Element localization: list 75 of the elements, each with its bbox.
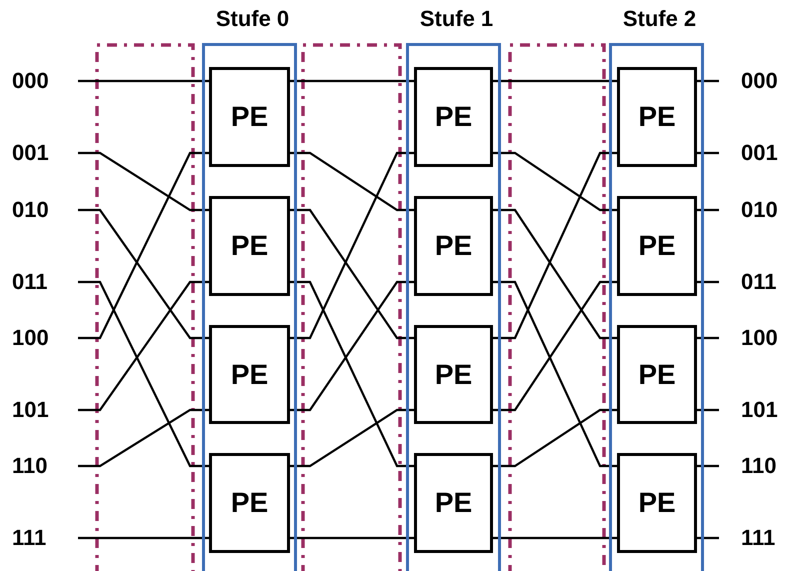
processing-element-box bbox=[209, 453, 290, 553]
connection-line bbox=[697, 80, 719, 82]
connection-line bbox=[290, 280, 414, 468]
address-label: 000 bbox=[12, 68, 78, 94]
connection-line bbox=[78, 208, 209, 340]
pe-label: PE bbox=[230, 358, 268, 390]
connection-line bbox=[697, 408, 719, 412]
connection-line bbox=[697, 208, 719, 212]
connection-line bbox=[78, 80, 209, 82]
address-label: 010 bbox=[12, 197, 78, 223]
address-label: 111 bbox=[719, 525, 789, 551]
connection-line bbox=[697, 280, 719, 284]
pe-label: PE bbox=[638, 230, 676, 262]
address-label: 010 bbox=[719, 197, 789, 223]
address-label: 011 bbox=[719, 269, 789, 295]
connection-line bbox=[493, 208, 617, 340]
connection-line bbox=[697, 336, 719, 340]
connection-line bbox=[493, 408, 617, 468]
connection-line bbox=[697, 536, 719, 540]
connection-line bbox=[697, 152, 719, 154]
connection-line bbox=[78, 152, 209, 340]
processing-element-box bbox=[414, 196, 493, 296]
pe-label: PE bbox=[638, 358, 676, 390]
address-label: 111 bbox=[12, 525, 78, 551]
pe-label: PE bbox=[434, 230, 472, 262]
connection-line bbox=[493, 152, 617, 212]
address-label: 001 bbox=[719, 140, 789, 166]
connection-line bbox=[290, 408, 414, 468]
connection-line bbox=[78, 152, 209, 212]
connection-line bbox=[290, 80, 414, 82]
connection-line bbox=[290, 536, 414, 540]
pe-label: PE bbox=[230, 101, 268, 133]
pe-label: PE bbox=[434, 101, 472, 133]
pe-label: PE bbox=[434, 358, 472, 390]
processing-element-box bbox=[414, 453, 493, 553]
address-label: 011 bbox=[12, 269, 78, 295]
pe-label: PE bbox=[638, 487, 676, 519]
address-label: 101 bbox=[12, 397, 78, 423]
processing-element-box bbox=[617, 67, 697, 167]
pe-label: PE bbox=[230, 230, 268, 262]
connection-line bbox=[493, 536, 617, 540]
processing-element-box bbox=[414, 325, 493, 424]
address-label: 100 bbox=[12, 325, 78, 351]
processing-element-box bbox=[414, 67, 493, 167]
connection-line bbox=[493, 280, 617, 468]
connection-line bbox=[78, 408, 209, 468]
address-label: 110 bbox=[719, 453, 789, 479]
processing-element-box bbox=[617, 453, 697, 553]
connection-line bbox=[290, 208, 414, 340]
connection-line bbox=[493, 152, 617, 340]
connection-line bbox=[493, 280, 617, 412]
stage-heading: Stufe 0 bbox=[214, 6, 290, 32]
processing-element-box bbox=[209, 196, 290, 296]
address-label: 001 bbox=[12, 140, 78, 166]
pe-label: PE bbox=[638, 101, 676, 133]
processing-element-box bbox=[617, 325, 697, 424]
address-label: 100 bbox=[719, 325, 789, 351]
processing-element-box bbox=[209, 67, 290, 167]
connection-line bbox=[78, 280, 209, 412]
pe-label: PE bbox=[230, 487, 268, 519]
processing-element-box bbox=[209, 325, 290, 424]
connection-line bbox=[290, 280, 414, 412]
address-label: 000 bbox=[719, 68, 789, 94]
stage-heading: Stufe 2 bbox=[622, 6, 698, 32]
stage-heading: Stufe 1 bbox=[418, 6, 494, 32]
connection-line bbox=[78, 536, 209, 540]
connection-line bbox=[78, 280, 209, 468]
address-label: 101 bbox=[719, 397, 789, 423]
pe-label: PE bbox=[434, 487, 472, 519]
connection-line bbox=[290, 152, 414, 212]
connection-line bbox=[697, 464, 719, 468]
connection-line bbox=[290, 152, 414, 340]
connection-line bbox=[493, 80, 617, 82]
processing-element-box bbox=[617, 196, 697, 296]
address-label: 110 bbox=[12, 453, 78, 479]
